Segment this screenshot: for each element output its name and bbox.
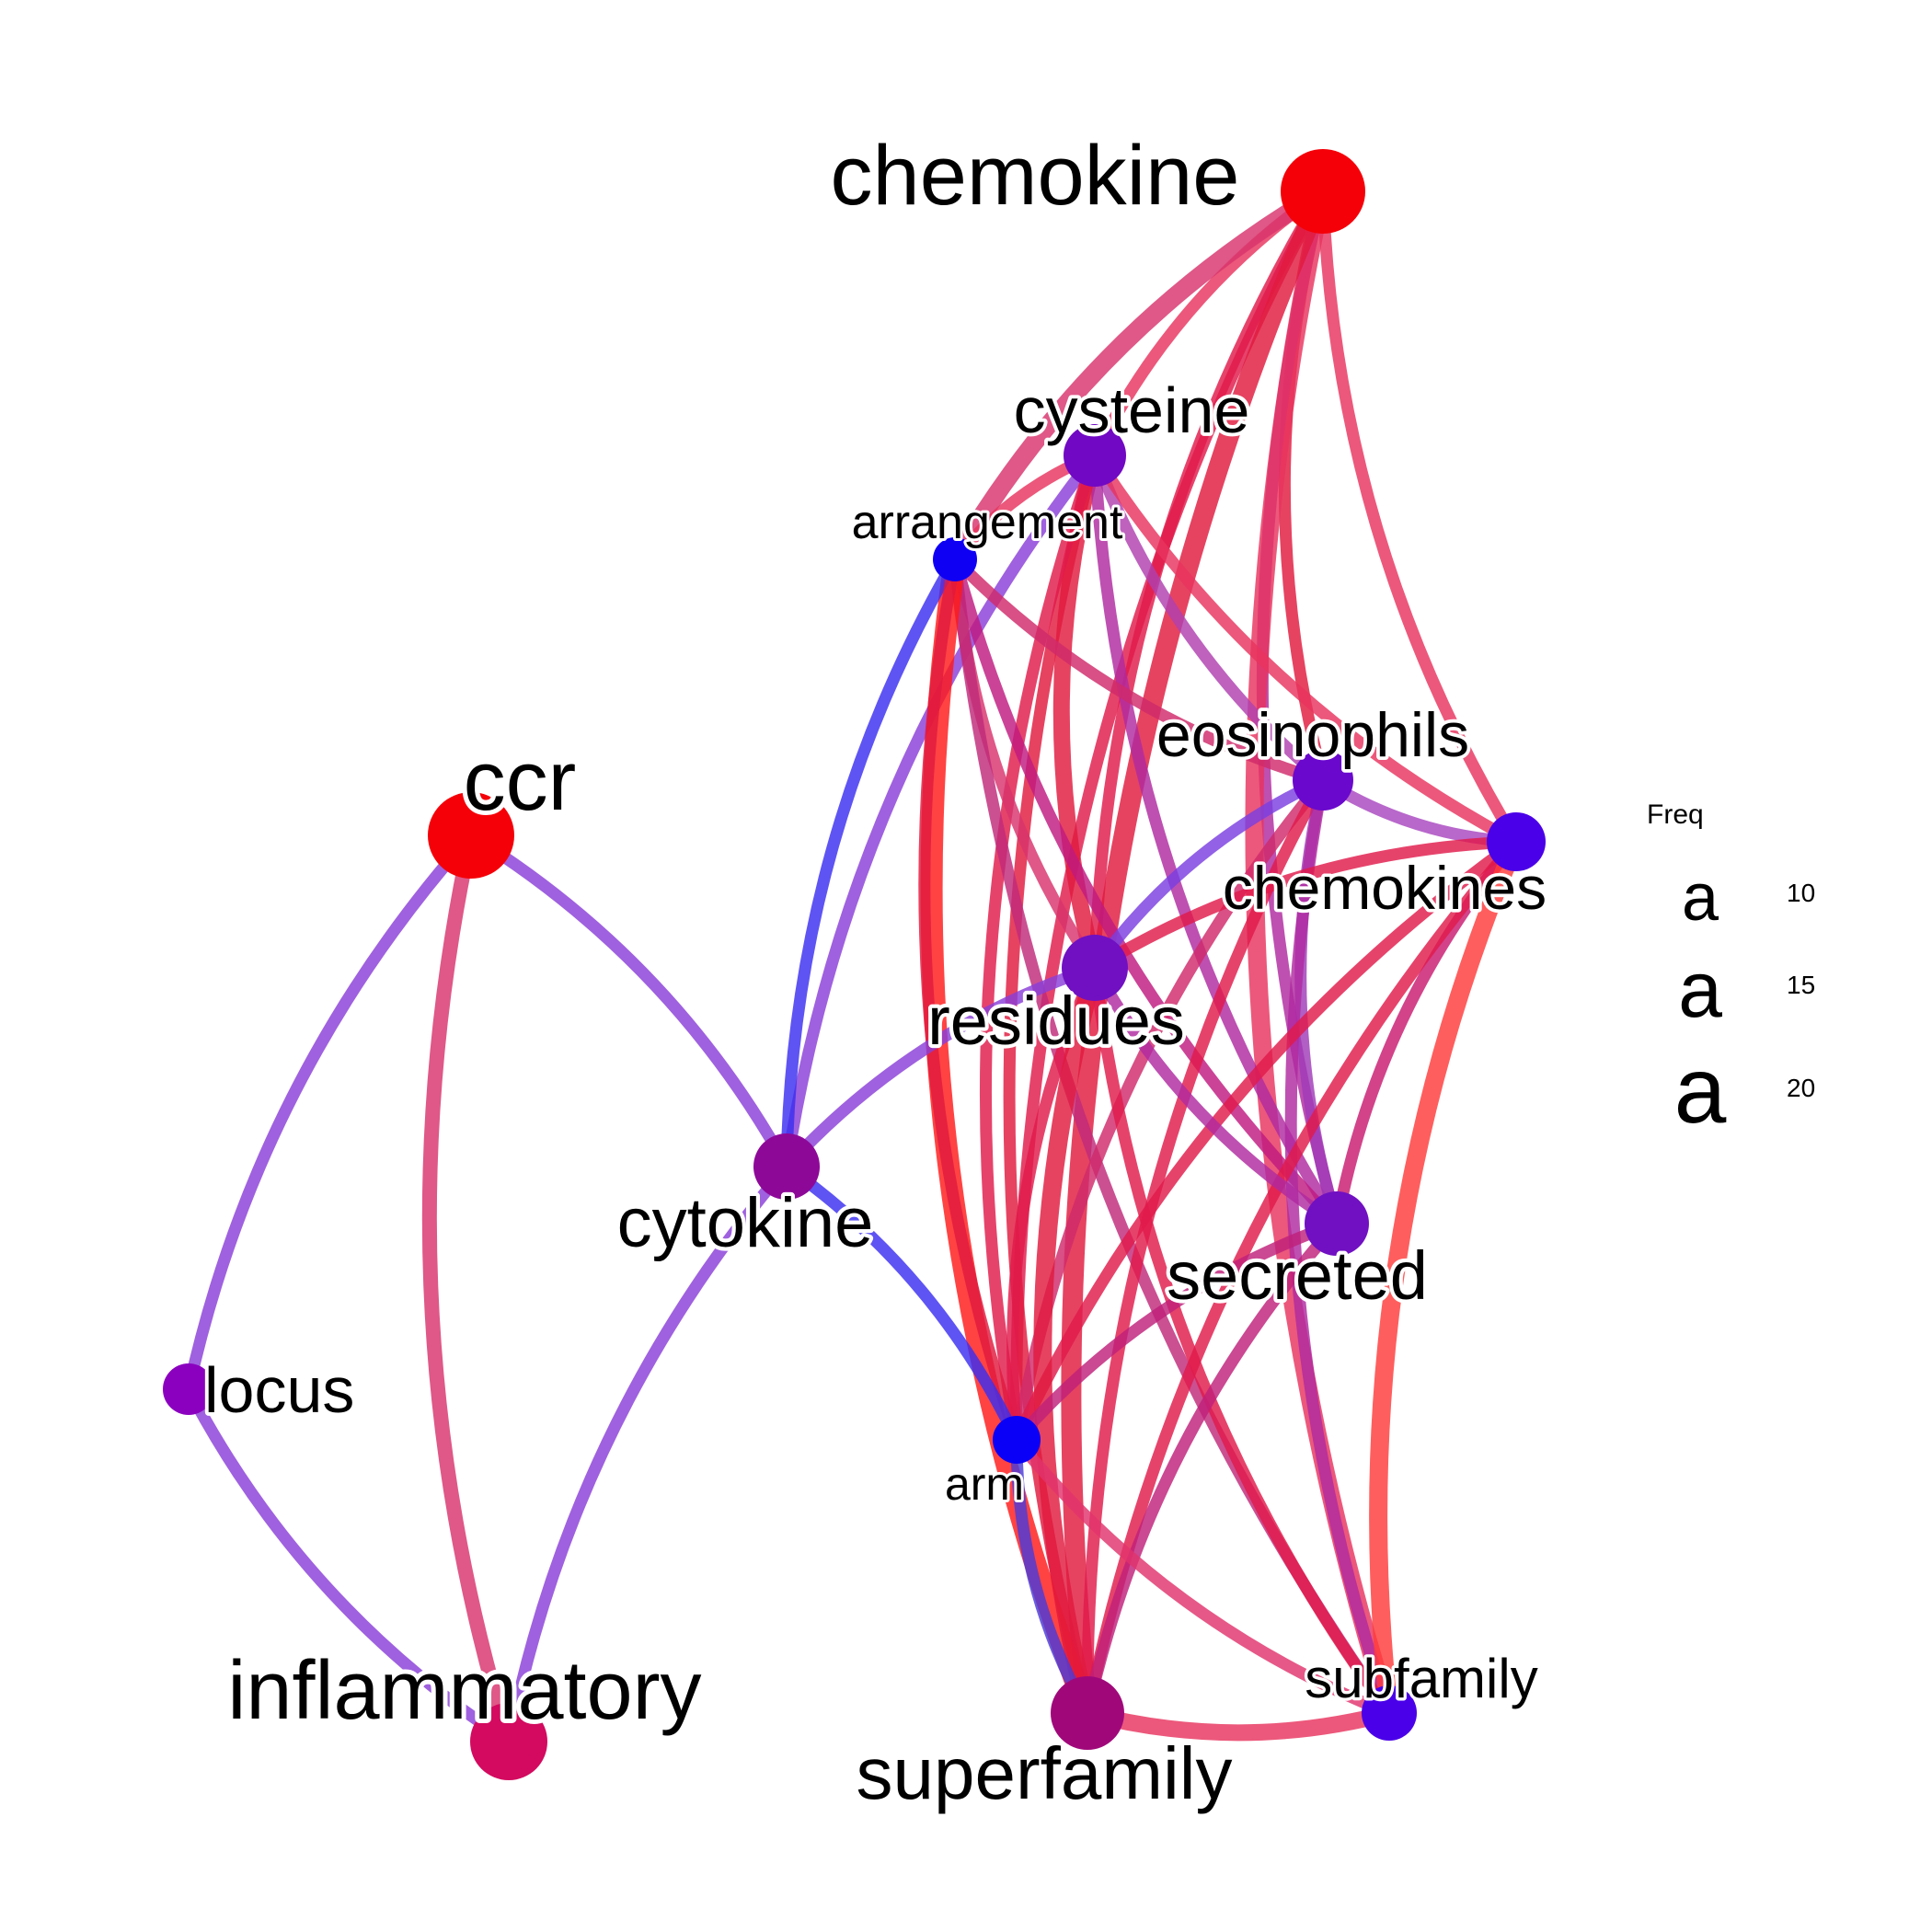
node-arrangement — [933, 537, 977, 581]
node-locus — [163, 1363, 214, 1415]
node-chemokine — [1281, 149, 1365, 234]
edge-arm-subfamily — [1010, 1433, 1396, 1719]
edge-superfamily-subfamily — [1079, 1705, 1397, 1742]
node-eosinophils — [1293, 750, 1353, 811]
node-superfamily — [1051, 1676, 1124, 1750]
node-label-arrangement: arrangement — [852, 496, 1123, 549]
node-label-arm: arm — [945, 1458, 1024, 1510]
node-label-eosinophils: eosinophils — [1156, 700, 1469, 770]
edge-cysteine-arm — [979, 449, 1101, 1446]
edge-chemokines-arm — [1010, 835, 1523, 1446]
node-label-cytokine: cytokine — [617, 1184, 874, 1262]
edge-chemokines-subfamily — [1369, 833, 1525, 1722]
node-inflammatory — [470, 1703, 547, 1780]
edge-residues-arm — [1006, 961, 1101, 1446]
legend-label-15: 15 — [1787, 971, 1815, 999]
edge-cysteine-cytokine — [780, 449, 1101, 1173]
edge-residues-subfamily — [1088, 961, 1396, 1719]
edge-residues-superfamily — [1033, 959, 1104, 1722]
edge-secreted-superfamily — [1081, 1217, 1343, 1719]
edge-eosinophils-residues — [1088, 774, 1329, 974]
edge-cysteine-chemokines — [1088, 449, 1523, 848]
edge-arm-cytokine — [780, 1160, 1023, 1446]
edge-chemokine-chemokines — [1317, 185, 1523, 848]
node-residues — [1062, 935, 1128, 1001]
node-cytokine — [753, 1133, 820, 1200]
node-label-secreted: secreted — [1167, 1237, 1428, 1314]
node-label-cysteine: cysteine — [1014, 374, 1250, 446]
edge-cysteine-secreted — [1088, 449, 1343, 1230]
freq-legend: Freq a 10 a 15 a 20 — [1647, 799, 1815, 1143]
edge-cytokine-inflammatory — [502, 1160, 793, 1748]
legend-title: Freq — [1647, 799, 1704, 830]
edge-arrangement-eosinophils — [949, 553, 1329, 787]
edge-arrangement-secreted — [949, 553, 1343, 1230]
legend-glyph-small: a — [1682, 861, 1719, 935]
edge-layer — [182, 181, 1525, 1749]
edge-residues-secreted — [1088, 961, 1343, 1230]
node-label-inflammatory: inflammatory — [227, 1645, 701, 1737]
legend-glyph-large: a — [1674, 1038, 1727, 1143]
edge-ccr-locus — [182, 829, 477, 1396]
legend-label-20: 20 — [1787, 1074, 1815, 1102]
edge-arm-superfamily — [1010, 1433, 1094, 1719]
node-label-locus: locus — [204, 1354, 354, 1426]
edge-residues-cytokine — [780, 961, 1101, 1173]
edge-chemokines-residues — [1088, 835, 1523, 974]
edge-ccr-inflammatory — [421, 828, 516, 1749]
edge-eosinophils-subfamily — [1284, 774, 1396, 1719]
node-label-residues: residues — [927, 983, 1185, 1059]
edge-cysteine-eosinophils — [1088, 449, 1329, 787]
label-layer: chemokine cysteine arrangement eosinophils c… — [201, 124, 1550, 1818]
node-secreted — [1305, 1191, 1369, 1256]
edge-secreted-arm — [1010, 1217, 1343, 1446]
node-label-ccr: ccr — [464, 734, 577, 828]
legend-label-10: 10 — [1787, 879, 1815, 907]
edge-locus-inflammatory — [182, 1383, 515, 1748]
edge-chemokines-superfamily — [1081, 835, 1523, 1719]
legend-glyph-medium: a — [1678, 946, 1722, 1034]
node-chemokines — [1487, 812, 1546, 871]
node-layer — [163, 149, 1546, 1780]
node-cysteine — [1064, 424, 1126, 487]
edge-arrangement-cytokine — [780, 553, 961, 1173]
node-label-chemokines: chemokines — [1223, 854, 1547, 922]
node-subfamily — [1362, 1685, 1417, 1741]
node-label-chemokine: chemokine — [831, 129, 1240, 223]
node-arm — [993, 1416, 1041, 1464]
node-ccr — [428, 792, 514, 879]
edge-arrangement-arm — [918, 553, 1023, 1446]
node-label-superfamily: superfamily — [856, 1732, 1232, 1814]
edge-chemokine-arrangement — [946, 182, 1332, 569]
edge-cytokine-ccr — [465, 829, 793, 1173]
node-label-subfamily: subfamily — [1305, 1648, 1537, 1709]
